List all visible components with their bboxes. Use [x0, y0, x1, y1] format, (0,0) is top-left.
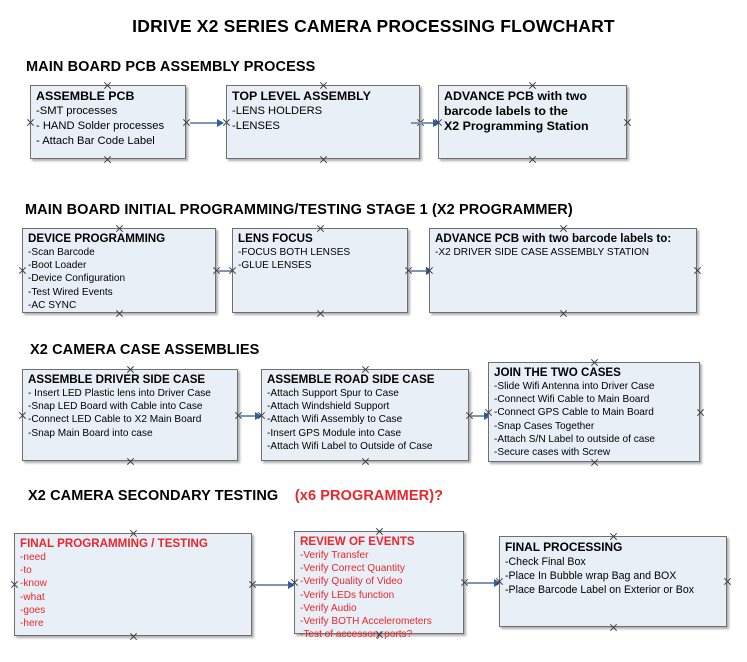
node-line: -Place In Bubble wrap Bag and BOX: [505, 570, 677, 582]
section-heading-2-text: MAIN BOARD INITIAL PROGRAMMING/TESTING S…: [25, 202, 573, 218]
node-line: -Test Wired Events: [28, 286, 113, 298]
node-line: -Device Configuration: [28, 273, 126, 285]
node-header: ASSEMBLE ROAD SIDE CASE: [267, 373, 435, 386]
node-final-programming-testing[interactable]: FINAL PROGRAMMING / TESTING -need -to -k…: [14, 533, 252, 636]
node-line-overflow: -Test of accessory ports?: [300, 629, 413, 641]
connector-arrow-head: [433, 118, 440, 127]
node-final-processing[interactable]: FINAL PROCESSING -Check Final Box -Place…: [499, 536, 727, 627]
page-title: IDRIVE X2 SERIES CAMERA PROCESSING FLOWC…: [132, 16, 615, 36]
section-heading-1-text: MAIN BOARD PCB ASSEMBLY PROCESS: [26, 59, 316, 75]
node-line: -Connect LED Cable to X2 Main Board: [28, 414, 202, 426]
node-line: -X2 DRIVER SIDE CASE ASSEMBLY STATION: [435, 247, 650, 258]
node-line: -to: [20, 565, 32, 577]
node-line: -Attach Wifi Label to Outside of Case: [267, 440, 433, 452]
node-line: - HAND Solder processes: [36, 120, 165, 132]
connector-arrow-line: [240, 415, 258, 417]
node-header: ASSEMBLE PCB: [36, 89, 135, 103]
connector-arrow-head: [484, 411, 491, 420]
node-header: DEVICE PROGRAMMING: [28, 232, 166, 245]
node-line: -Snap LED Board with Cable into Case: [28, 401, 203, 413]
node-line: -Attach Windshield Support: [267, 401, 390, 413]
node-line: -Verify Audio: [300, 602, 357, 614]
node-line: -Verify Transfer: [300, 550, 369, 561]
connector-arrow-line: [190, 122, 219, 124]
connector-arrow-head: [217, 118, 224, 127]
node-header: ASSEMBLE DRIVER SIDE CASE: [28, 373, 206, 386]
node-line: -SMT processes: [36, 105, 118, 117]
node-line: -Check Final Box: [505, 556, 586, 568]
node-line: -FOCUS BOTH LENSES: [238, 247, 351, 258]
connector-arrow-line: [466, 582, 496, 584]
node-line: -LENS HOLDERS: [232, 105, 323, 117]
connector-arrow-head: [255, 411, 262, 420]
node-line: -goes: [20, 604, 46, 616]
node-line: -Snap Cases Together: [494, 420, 595, 432]
node-assemble-driver-side-case[interactable]: ASSEMBLE DRIVER SIDE CASE - Insert LED P…: [22, 369, 238, 461]
node-lens-focus[interactable]: LENS FOCUS -FOCUS BOTH LENSES -GLUE LENS…: [232, 228, 408, 313]
connector-arrow-head: [494, 578, 501, 587]
node-line: -Attach Support Spur to Case: [267, 388, 399, 399]
connector-arrow-head: [288, 580, 295, 589]
section-heading-4: X2 CAMERA SECONDARY TESTING (x6 PROGRAMM…: [28, 488, 443, 504]
node-line: -Verify LEDs function: [300, 589, 395, 601]
node-line: -know: [20, 578, 47, 590]
node-line: -what: [20, 591, 45, 603]
node-header: ADVANCE PCB with two barcode labels to:: [435, 232, 672, 245]
node-line: -Verify BOTH Accelerometers: [300, 616, 432, 628]
node-header: TOP LEVEL ASSEMBLY: [232, 89, 371, 103]
section-heading-3-text: X2 CAMERA CASE ASSEMBLIES: [30, 342, 260, 358]
section-heading-3: X2 CAMERA CASE ASSEMBLIES: [30, 342, 259, 358]
node-review-of-events[interactable]: REVIEW OF EVENTS -Verify Transfer -Verif…: [294, 531, 464, 640]
node-line: -Verify Quality of Video: [300, 576, 403, 588]
node-line: -Attach S/N Label to outside of case: [494, 433, 656, 445]
node-line: -Snap Main Board into case: [28, 427, 153, 439]
node-line: - Insert LED Plastic lens into Driver Ca…: [28, 388, 211, 399]
node-header: JOIN THE TWO CASES: [494, 366, 621, 379]
node-line: -Verify Correct Quantity: [300, 563, 405, 575]
node-header: LENS FOCUS: [238, 232, 313, 245]
node-advance-pcb-driver-side-case[interactable]: ADVANCE PCB with two barcode labels to: …: [429, 228, 697, 313]
node-line: -Boot Loader: [28, 260, 87, 272]
node-line: -LENSES: [232, 120, 280, 132]
node-top-level-assembly[interactable]: TOP LEVEL ASSEMBLY -LENS HOLDERS -LENSES: [226, 85, 420, 159]
node-device-programming[interactable]: DEVICE PROGRAMMING -Scan Barcode -Boot L…: [22, 228, 216, 313]
node-line: -Attach Wifi Assembly to Case: [267, 414, 403, 426]
node-line: - Attach Bar Code Label: [36, 135, 155, 147]
node-assemble-pcb[interactable]: ASSEMBLE PCB -SMT processes - HAND Solde…: [30, 85, 186, 159]
section-heading-1: MAIN BOARD PCB ASSEMBLY PROCESS: [26, 59, 315, 75]
node-advance-pcb-programming-station[interactable]: ADVANCE PCB with two barcode labels to t…: [438, 85, 627, 159]
node-line: X2 Programming Station: [444, 119, 589, 133]
node-line: -Place Barcode Label on Exterior or Box: [505, 584, 695, 596]
node-line: -Insert GPS Module into Case: [267, 427, 402, 439]
node-join-the-two-cases[interactable]: JOIN THE TWO CASES -Slide Wifi Antenna i…: [488, 362, 700, 462]
node-line: -Scan Barcode: [28, 247, 95, 258]
section-heading-2: MAIN BOARD INITIAL PROGRAMMING/TESTING S…: [25, 202, 573, 218]
section-heading-4-red-text: (x6 PROGRAMMER)?: [294, 488, 444, 504]
node-assemble-road-side-case[interactable]: ASSEMBLE ROAD SIDE CASE -Attach Support …: [261, 369, 469, 461]
node-line: -AC SYNC: [28, 299, 77, 311]
node-line: -Connect Wifi Cable to Main Board: [494, 394, 650, 406]
node-line: -Secure cases with Screw: [494, 447, 611, 459]
node-header: FINAL PROCESSING: [505, 540, 623, 554]
section-heading-4-text: X2 CAMERA SECONDARY TESTING: [28, 488, 279, 504]
node-header: FINAL PROGRAMMING / TESTING: [20, 537, 208, 550]
node-line: -Slide Wifi Antenna into Driver Case: [494, 381, 655, 392]
connector-arrow-line: [411, 122, 437, 124]
connector-arrow-line: [218, 270, 238, 272]
connector-arrow-line: [471, 415, 487, 417]
node-line: -need: [20, 552, 46, 563]
node-line: barcode labels to the: [444, 104, 568, 118]
node-line: -GLUE LENSES: [238, 260, 312, 272]
node-header: ADVANCE PCB with two: [444, 89, 587, 103]
node-header: REVIEW OF EVENTS: [300, 535, 415, 548]
node-line: -here: [20, 618, 44, 630]
node-line: -Connect GPS Cable to Main Board: [494, 407, 654, 419]
connector-arrow-line: [410, 270, 429, 272]
connector-arrow-line: [254, 584, 290, 586]
